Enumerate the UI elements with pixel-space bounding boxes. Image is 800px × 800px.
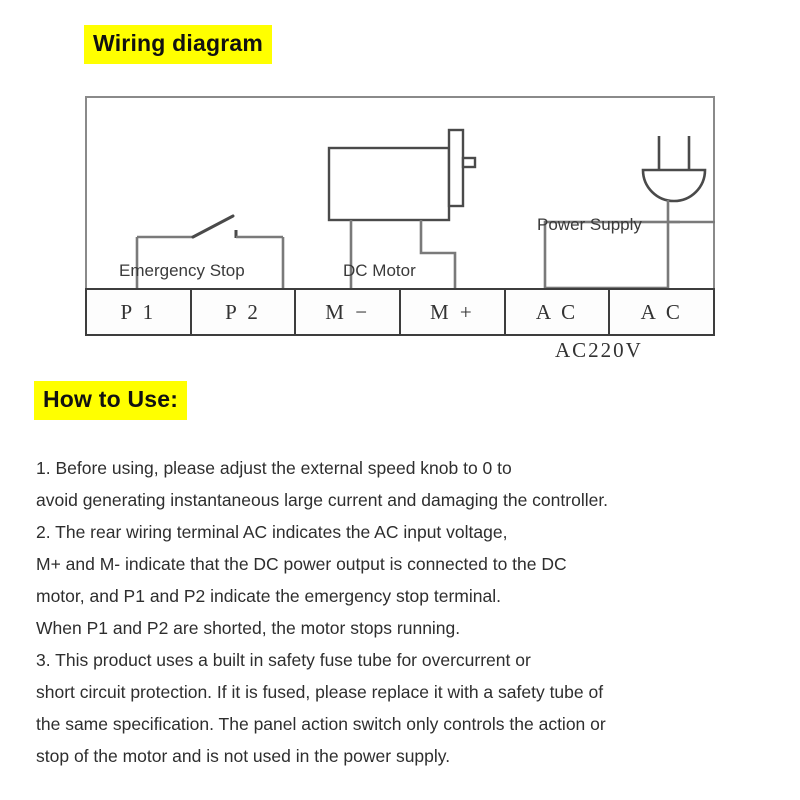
power-plug-icon: [641, 168, 707, 203]
terminal-ac-2[interactable]: A C: [610, 290, 714, 334]
terminal-strip: P 1 P 2 M − M + A C A C: [85, 288, 715, 336]
terminal-ac-1[interactable]: A C: [505, 290, 611, 334]
instruction-line: M+ and M- indicate that the DC power out…: [36, 554, 567, 574]
instruction-line: avoid generating instantaneous large cur…: [36, 490, 609, 510]
dc-motor-shaft: [461, 156, 477, 169]
wire-m-plus-lead: [419, 220, 457, 288]
wiring-diagram-heading: Wiring diagram: [84, 25, 272, 64]
instruction-line: 2. The rear wiring terminal AC indicates…: [36, 522, 508, 542]
instructions-block: 1. Before using, please adjust the exter…: [36, 452, 776, 772]
label-dc-motor: DC Motor: [343, 261, 416, 280]
switch-blade-icon: [191, 214, 235, 239]
instruction-line: 3. This product uses a built in safety f…: [36, 650, 531, 670]
instruction-line: 1. Before using, please adjust the exter…: [36, 458, 512, 478]
ac-source-box: [543, 220, 670, 290]
instruction-line: short circuit protection. If it is fused…: [36, 682, 604, 702]
terminal-p2[interactable]: P 2: [191, 290, 297, 334]
terminal-p1[interactable]: P 1: [87, 290, 192, 334]
label-emergency-stop: Emergency Stop: [119, 261, 245, 280]
how-to-use-heading: How to Use:: [34, 381, 188, 420]
instruction-line: stop of the motor and is not used in the…: [36, 746, 451, 766]
label-ac-voltage: AC220V: [555, 338, 643, 362]
instruction-line: the same specification. The panel action…: [36, 714, 606, 734]
wire-plug-cable: [666, 200, 680, 224]
dc-motor-flange: [447, 128, 465, 208]
diagram-schematic-lines: [135, 128, 715, 290]
terminal-m-plus[interactable]: M +: [401, 290, 506, 334]
instruction-line: motor, and P1 and P2 indicate the emerge…: [36, 586, 501, 606]
label-power-supply: Power Supply: [537, 215, 642, 234]
diagram-outer-border: [85, 96, 715, 336]
terminal-m-minus[interactable]: M −: [296, 290, 402, 334]
dc-motor-body: [327, 146, 451, 222]
instruction-line: When P1 and P2 are shorted, the motor st…: [36, 618, 461, 638]
wiring-diagram: Emergency Stop DC Motor Power Supply AC2…: [85, 96, 715, 361]
